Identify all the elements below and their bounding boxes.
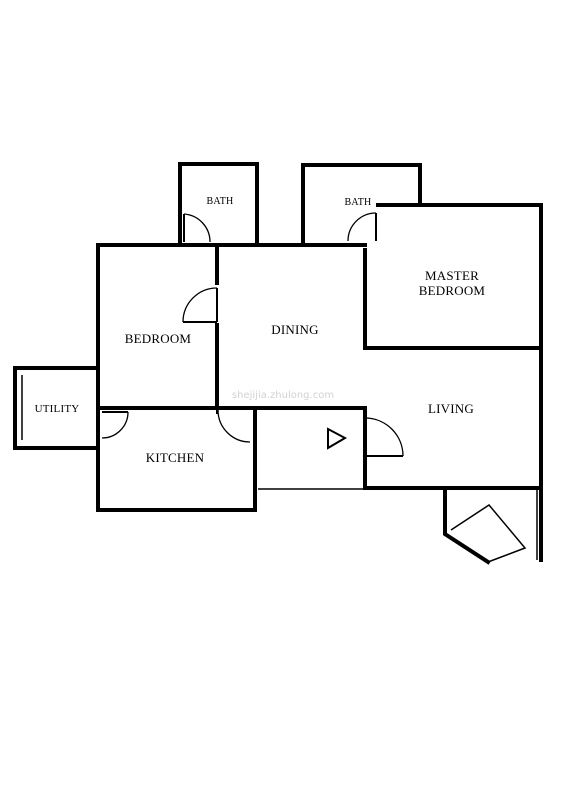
master-bedroom-label-line2: BEDROOM <box>419 283 486 298</box>
living-label: LIVING <box>428 401 474 416</box>
utility-room <box>13 366 100 450</box>
bath-right-room <box>301 163 422 247</box>
kitchen-label: KITCHEN <box>146 450 205 465</box>
dining-label: DINING <box>271 322 318 337</box>
balcony <box>443 488 543 565</box>
watermark: shejijia.zhulong.com <box>232 390 334 401</box>
utility-label: UTILITY <box>35 403 80 415</box>
bath-right-label: BATH <box>345 197 372 208</box>
master-bedroom-label-line1: MASTER <box>425 268 479 283</box>
foyer-closet <box>253 406 404 490</box>
bedroom-label: BEDROOM <box>125 331 192 346</box>
kitchen-room <box>96 406 257 512</box>
bedroom-door <box>182 287 218 323</box>
bath-left-room <box>178 162 259 247</box>
bath-left-label: BATH <box>207 196 234 207</box>
exterior-walls <box>96 243 543 560</box>
